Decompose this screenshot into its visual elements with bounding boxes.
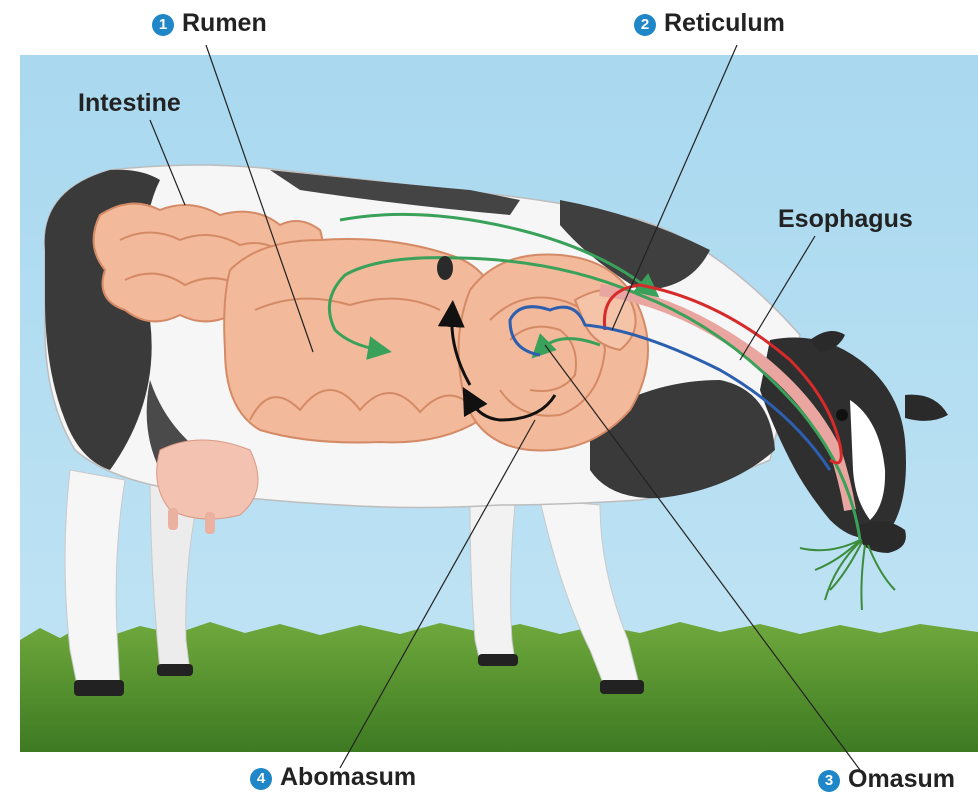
- abomasum-label: 4 Abomasum: [250, 762, 416, 792]
- intestine-label: Intestine: [78, 88, 181, 118]
- reticulum-number-badge: 2: [634, 14, 656, 36]
- omasum-label-text: Omasum: [848, 765, 955, 793]
- intestine-entry: [437, 256, 453, 280]
- abomasum-number-badge: 4: [250, 768, 272, 790]
- rumen-number-badge: 1: [152, 14, 174, 36]
- rumen-label: 1 Rumen: [152, 8, 267, 38]
- stomach-chambers: [459, 254, 648, 450]
- esophagus-label-text: Esophagus: [778, 205, 913, 233]
- omasum-label: 3 Omasum: [818, 764, 955, 794]
- intestine-label-text: Intestine: [78, 89, 181, 117]
- rumen-label-text: Rumen: [182, 9, 267, 37]
- reticulum-label: 2 Reticulum: [634, 8, 785, 38]
- omasum-number-badge: 3: [818, 770, 840, 792]
- esophagus-label: Esophagus: [778, 204, 913, 234]
- abomasum-label-text: Abomasum: [280, 763, 416, 791]
- reticulum-label-text: Reticulum: [664, 9, 785, 37]
